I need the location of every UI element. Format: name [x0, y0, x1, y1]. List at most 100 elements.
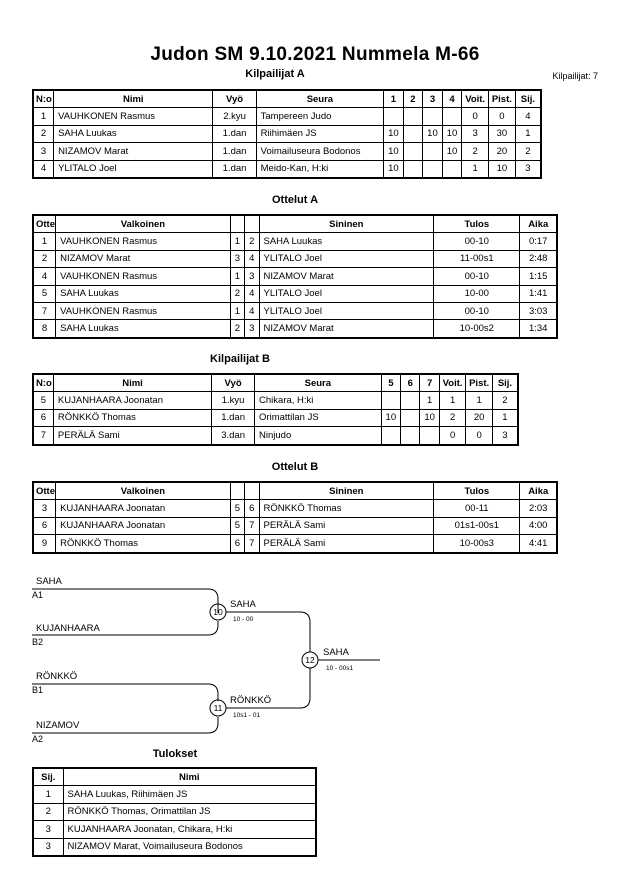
- table-cell: 3:03: [519, 301, 558, 321]
- table-cell: SAHA Luukas: [55, 319, 231, 339]
- table-cell: 2: [461, 142, 489, 161]
- table-cell: 30: [488, 124, 516, 144]
- table-cell: 1: [461, 159, 489, 179]
- table-cell: 2: [229, 284, 246, 303]
- matches-a-table: OtteluValkoinenSininenTulosAika1VAUHKONE…: [32, 214, 558, 339]
- bracket-line-b2: [32, 621, 219, 636]
- table-cell: 00-10: [433, 267, 521, 286]
- column-header: 5: [380, 373, 402, 393]
- bracket-line-semi2: [226, 668, 311, 709]
- table-cell: 1:41: [519, 284, 558, 303]
- table-cell: RÖNKKÖ Thomas: [52, 408, 213, 428]
- table-cell: NIZAMOV Marat: [258, 319, 435, 339]
- entrant-seed: B2: [32, 637, 43, 647]
- column-header: Voit.: [461, 89, 489, 109]
- entrant-name: NIZAMOV: [36, 720, 80, 731]
- table-cell: 3: [229, 249, 246, 269]
- match-circle-11: [209, 699, 227, 717]
- matches-a-heading: Ottelut A: [271, 194, 319, 206]
- table-cell: 10: [441, 142, 463, 161]
- column-header: Vyö: [212, 89, 257, 109]
- table-cell: 10-00s2: [433, 319, 521, 339]
- table-cell: 3: [32, 142, 55, 161]
- semi-winner: SAHA: [230, 599, 257, 610]
- table-cell: 2: [32, 802, 64, 822]
- entrant-name: SAHA: [36, 576, 63, 587]
- header-row: OtteluValkoinenSininenTulosAika: [32, 481, 558, 501]
- table-cell: VAUHKONEN Rasmus: [55, 267, 231, 286]
- table-cell: Tampereen Judo: [255, 107, 385, 126]
- table-cell: 1: [32, 232, 57, 251]
- table-cell: Voimailuseura Bodonos: [255, 142, 385, 161]
- bracket-line-a2: [32, 717, 219, 734]
- page-title: Judon SM 9.10.2021 Nummela M-66: [150, 44, 480, 65]
- table-cell: KUJANHAARA Joonatan: [52, 391, 213, 410]
- bracket-line-a1: [32, 588, 219, 613]
- table-cell: 10: [380, 408, 402, 428]
- table-cell: 3.dan: [211, 426, 256, 446]
- table-cell: KUJANHAARA Joonatan, Chikara, H:ki: [62, 820, 317, 839]
- table-cell: 7: [32, 301, 57, 321]
- column-header: Ottelu: [32, 214, 57, 234]
- column-header: Ottelu: [32, 481, 57, 501]
- table-cell: 11-00s1: [433, 249, 521, 269]
- bracket-line-b1: [32, 683, 219, 701]
- table-cell: 00-10: [433, 301, 521, 321]
- table-cell: 10-00: [433, 284, 521, 303]
- entrant-seed: A1: [32, 590, 43, 600]
- table-cell: RÖNKKÖ Thomas, Orimattilan JS: [62, 802, 317, 822]
- table-cell: YLITALO Joel: [53, 159, 214, 179]
- table-cell: [419, 426, 440, 446]
- column-header: 6: [400, 373, 421, 393]
- table-cell: [400, 426, 421, 446]
- column-header: Seura: [255, 89, 385, 109]
- table-cell: 1:15: [519, 267, 558, 286]
- column-header: Valkoinen: [55, 481, 231, 501]
- table-cell: 3: [32, 837, 64, 857]
- table-cell: 2: [32, 124, 55, 144]
- table-cell: SAHA Luukas, Riihimäen JS: [62, 785, 317, 804]
- header-row: Sij.Nimi: [32, 767, 317, 787]
- column-header: 3: [422, 89, 443, 109]
- table-cell: Riihimäen JS: [255, 124, 385, 144]
- semi-winner: RÖNKKÖ: [230, 695, 271, 706]
- table-cell: RÖNKKÖ Thomas: [258, 499, 435, 518]
- table-cell: 2:48: [519, 249, 558, 269]
- table-cell: [402, 107, 424, 126]
- matches-b-table: OtteluValkoinenSininenTulosAika3KUJANHAA…: [32, 481, 558, 554]
- table-cell: 0:17: [519, 232, 558, 251]
- column-header: Nimi: [53, 89, 214, 109]
- table-cell: 2.kyu: [212, 107, 257, 126]
- table-cell: 2: [32, 249, 57, 269]
- table-cell: [380, 426, 402, 446]
- table-cell: [422, 159, 443, 179]
- table-cell: 6: [32, 408, 54, 428]
- table-cell: 1.dan: [212, 159, 257, 179]
- table-cell: 3: [244, 319, 260, 339]
- pool-a-heading: Kilpailijat A: [245, 68, 305, 80]
- table-cell: VAUHKONEN Rasmus: [55, 301, 231, 321]
- table-cell: 20: [465, 408, 493, 428]
- table-cell: 1: [229, 301, 246, 321]
- table-cell: RÖNKKÖ Thomas: [55, 534, 231, 554]
- table-cell: 10: [441, 124, 463, 144]
- column-header: Nimi: [52, 373, 213, 393]
- match-number: 10: [213, 607, 223, 617]
- table-cell: NIZAMOV Marat: [53, 142, 214, 161]
- table-cell: 2: [514, 142, 542, 161]
- column-header: Pist.: [465, 373, 493, 393]
- table-cell: [402, 159, 424, 179]
- column-header: [244, 214, 260, 234]
